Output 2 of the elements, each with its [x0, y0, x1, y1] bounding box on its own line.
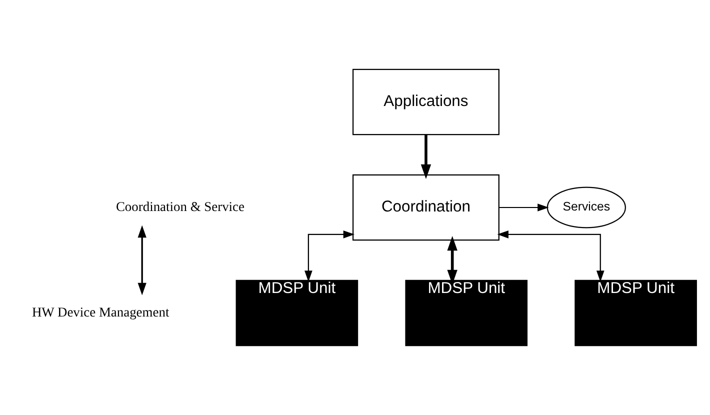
label: Coordination & Service [116, 198, 245, 214]
label: HW Device Management [32, 304, 170, 320]
